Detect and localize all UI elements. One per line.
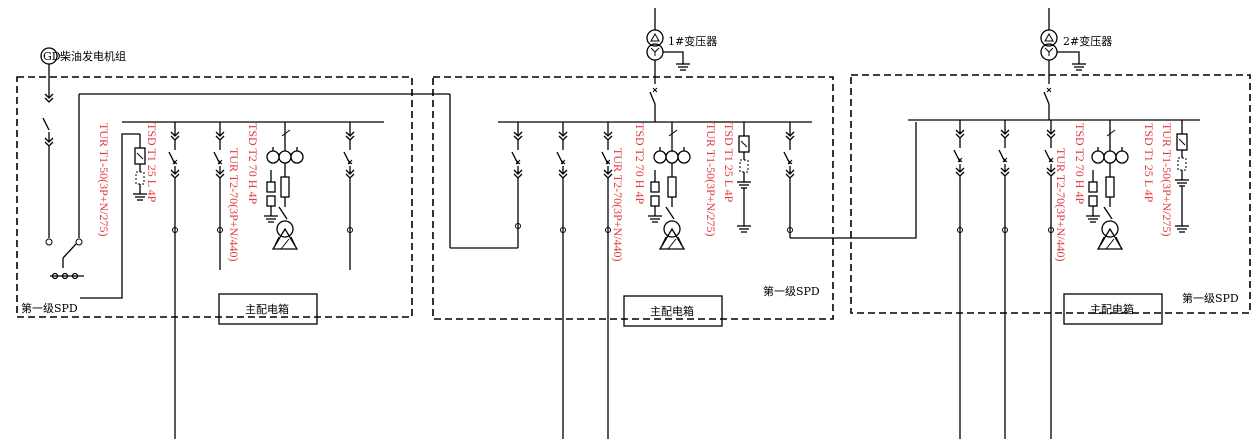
panel-3-device-2: TSD T2 70 H 4P <box>1073 123 1087 204</box>
panel-1-device-3: TUR T2-70(3P+N/440) <box>227 148 241 262</box>
generator-code: GD <box>43 50 61 63</box>
transformer-1-label: 1#变压器 <box>668 34 717 48</box>
panel-2-device-1: TUR T2-70(3P+N/440) <box>611 148 625 262</box>
panel-1-box-label: 主配电箱 <box>245 302 289 316</box>
panel-3-device-3: TSD T1 25 L 4P <box>1142 123 1156 203</box>
panel-2-device-4: TSD T1 25 L 4P <box>722 123 736 203</box>
panel-1-device-1: TUR T1-50(3P+N/275) <box>97 123 111 237</box>
panel-1-device-4: TSD T2 70 H 4P <box>246 123 260 204</box>
generator-label: 柴油发电机组 <box>60 49 126 63</box>
panel-2-device-2: TSD T2 70 H 4P <box>633 123 647 204</box>
transformer-1: 1#变压器 <box>646 8 717 122</box>
panel-3-device-1: TUR T2-70(3P+N/440) <box>1054 148 1068 262</box>
panel-2-box-label: 主配电箱 <box>650 304 694 318</box>
panel-3-spd-label: 第一级SPD <box>1182 291 1239 305</box>
panel-3-device-4: TUR T1-50(3P+N/275) <box>1160 123 1174 237</box>
transformer-2-label: 2#变压器 <box>1063 34 1112 48</box>
panel-1-spd-label: 第一级SPD <box>21 301 78 315</box>
transformer-2: 2#变压器 <box>1040 8 1112 120</box>
generator-symbol: GD 柴油发电机组 <box>40 47 126 280</box>
panel-2-device-3: TUR T1-50(3P+N/275) <box>704 123 718 237</box>
panel-3-box-label: 主配电箱 <box>1090 302 1134 316</box>
panel-1-device-2: TSD T1 25 L 4P <box>145 123 159 203</box>
panel-2: 第一级SPD 主配电箱 TUR T2-70(3P+N/440) T <box>432 76 917 439</box>
panel-2-spd-label: 第一级SPD <box>763 284 820 298</box>
interconnect-gen-to-panel2 <box>79 93 518 249</box>
panel-1: 第一级SPD 主配电箱 TUR T1-50(3P+N/275) <box>16 76 413 439</box>
panel-3: 第一级SPD 主配电箱 TUR T2-70(3P+N/440) TSD T2 7… <box>850 74 1251 439</box>
